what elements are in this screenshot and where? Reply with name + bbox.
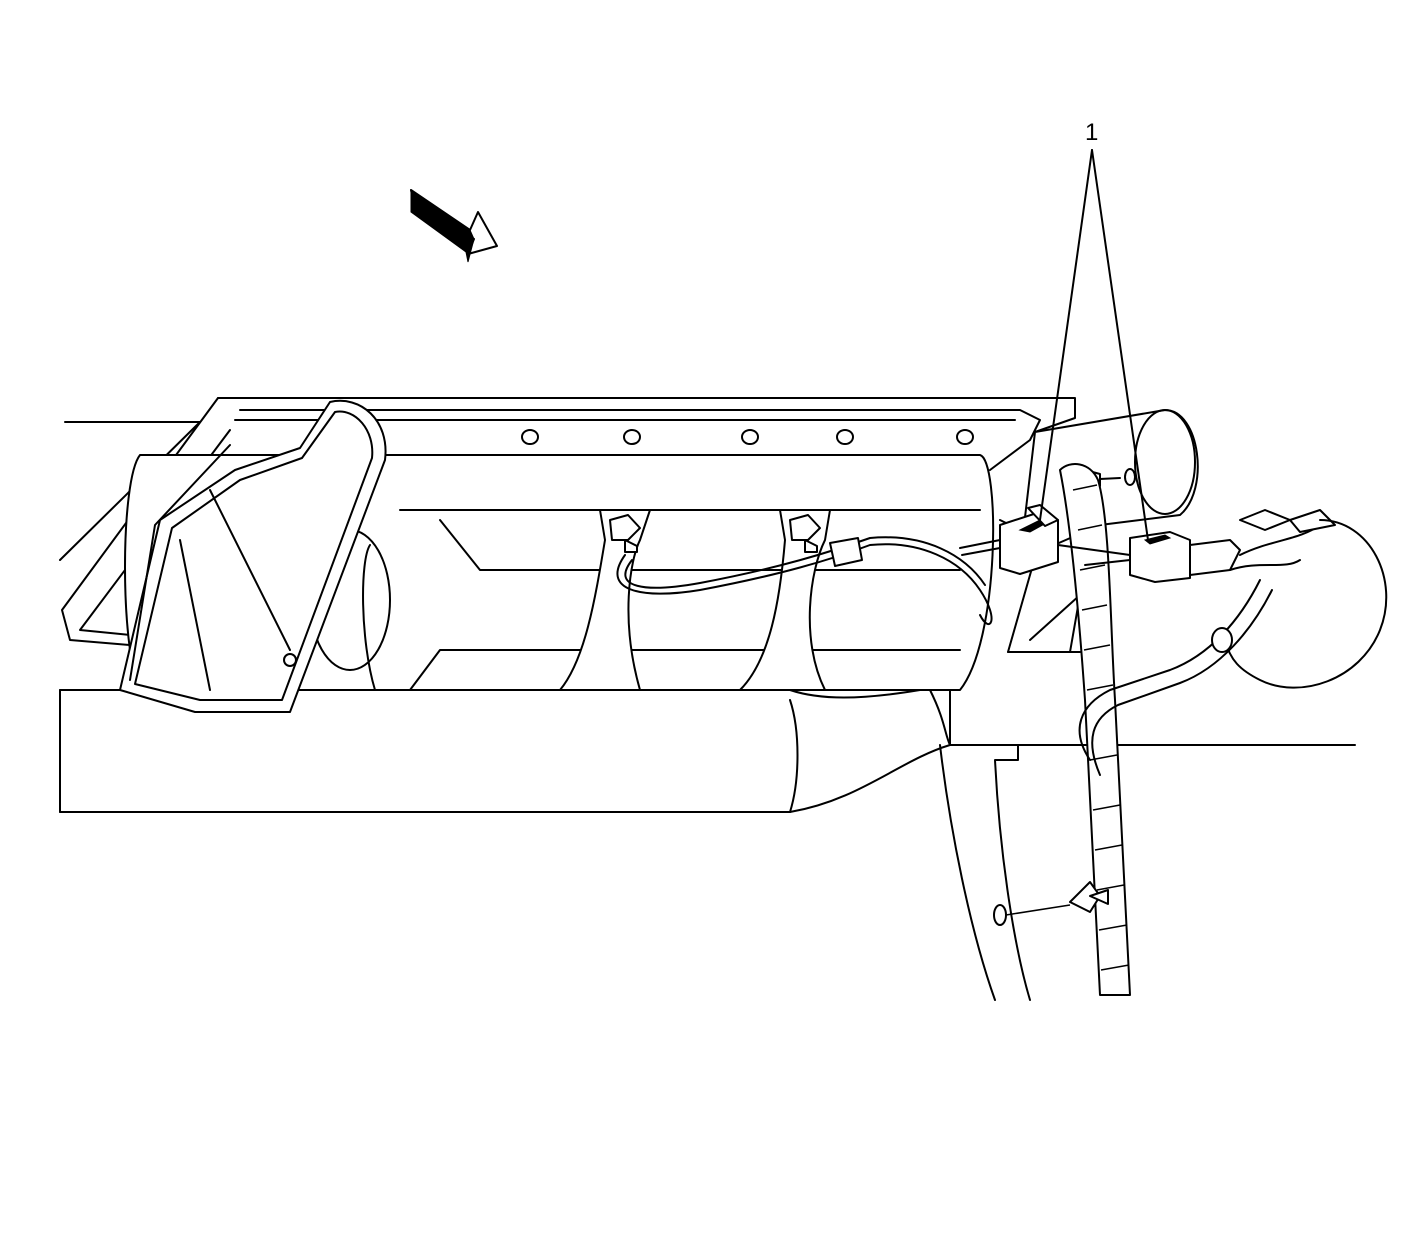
nut-icon <box>609 514 641 553</box>
connector-downstream <box>1129 531 1241 583</box>
exhaust-pipe <box>59 689 951 813</box>
forward-arrow-icon <box>410 189 498 263</box>
sensor-wire <box>616 536 1001 626</box>
nut-icon <box>789 514 821 553</box>
front-flange <box>119 399 387 713</box>
wire-clip-icon <box>1239 509 1336 533</box>
body-panel <box>939 744 1071 1001</box>
push-pin-clip-icon <box>1069 881 1109 913</box>
rear-pipe <box>999 409 1199 653</box>
connectors <box>999 504 1388 689</box>
connector-upstream <box>999 504 1059 575</box>
callout-label: 1 <box>1085 119 1098 146</box>
wiring-harness <box>1059 463 1273 996</box>
callout-1: 1 <box>1039 119 1149 541</box>
